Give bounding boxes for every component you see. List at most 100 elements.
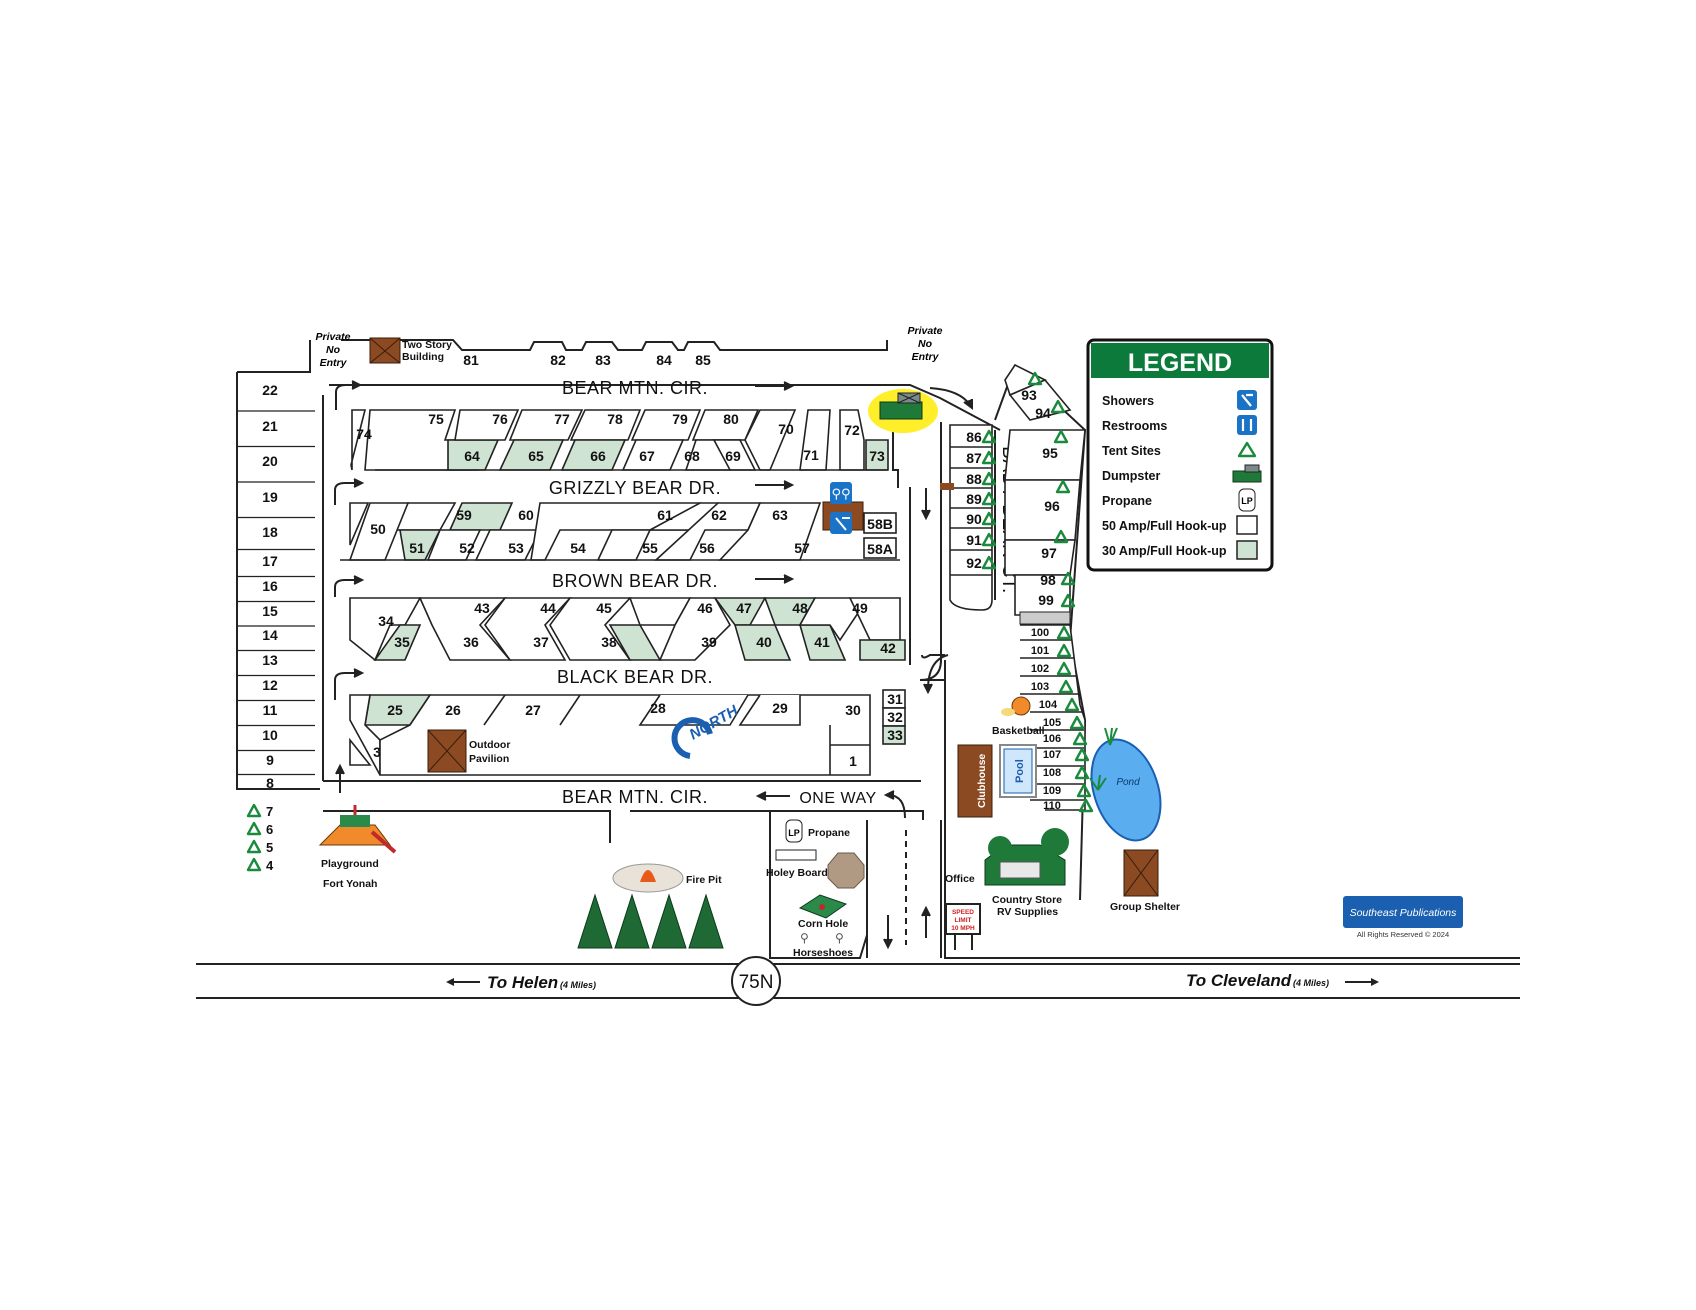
site-55[interactable]: 55 [642, 540, 658, 556]
tent-site-5[interactable]: 5 [266, 840, 273, 855]
site-1[interactable]: 1 [849, 753, 857, 769]
site-70[interactable]: 70 [778, 421, 794, 437]
site-50[interactable]: 50 [370, 521, 386, 537]
site-57[interactable]: 57 [794, 540, 810, 556]
site-106[interactable]: 106 [1043, 733, 1061, 745]
site-59[interactable]: 59 [456, 507, 472, 523]
site-105[interactable]: 105 [1043, 717, 1061, 729]
site-74[interactable]: 74 [356, 426, 372, 442]
site-58b[interactable]: 58B [867, 516, 893, 532]
site-48[interactable]: 48 [792, 600, 808, 616]
site-26[interactable]: 26 [445, 702, 461, 718]
site-79[interactable]: 79 [672, 411, 688, 427]
site-86[interactable]: 86 [966, 429, 982, 445]
site-13[interactable]: 13 [262, 652, 278, 668]
site-46[interactable]: 46 [697, 600, 713, 616]
site-49[interactable]: 49 [852, 600, 868, 616]
site-40[interactable]: 40 [756, 634, 772, 650]
site-65[interactable]: 65 [528, 448, 544, 464]
site-47[interactable]: 47 [736, 600, 752, 616]
site-41[interactable]: 41 [814, 634, 830, 650]
site-16[interactable]: 16 [262, 578, 278, 594]
site-78[interactable]: 78 [607, 411, 623, 427]
site-61[interactable]: 61 [657, 507, 673, 523]
site-103[interactable]: 103 [1031, 681, 1049, 693]
site-63[interactable]: 63 [772, 507, 788, 523]
site-91[interactable]: 91 [966, 532, 982, 548]
site-100[interactable]: 100 [1031, 627, 1049, 639]
site-20[interactable]: 20 [262, 453, 278, 469]
site-53[interactable]: 53 [508, 540, 524, 556]
site-29[interactable]: 29 [772, 700, 788, 716]
site-110[interactable]: 110 [1043, 800, 1061, 812]
site-64[interactable]: 64 [464, 448, 480, 464]
site-104[interactable]: 104 [1039, 699, 1058, 711]
site-22[interactable]: 22 [262, 382, 278, 398]
site-94[interactable]: 94 [1035, 405, 1051, 421]
site-88[interactable]: 88 [966, 471, 982, 487]
site-60[interactable]: 60 [518, 507, 534, 523]
site-37[interactable]: 37 [533, 634, 549, 650]
site-92[interactable]: 92 [966, 555, 982, 571]
site-76[interactable]: 76 [492, 411, 508, 427]
site-108[interactable]: 108 [1043, 767, 1061, 779]
site-99[interactable]: 99 [1038, 592, 1054, 608]
site-19[interactable]: 19 [262, 489, 278, 505]
tent-site-7[interactable]: 7 [266, 804, 273, 819]
site-98[interactable]: 98 [1040, 572, 1056, 588]
site-93[interactable]: 93 [1021, 387, 1037, 403]
site-39[interactable]: 39 [701, 634, 717, 650]
site-58a[interactable]: 58A [867, 541, 893, 557]
site-33[interactable]: 33 [887, 727, 903, 743]
site-54[interactable]: 54 [570, 540, 586, 556]
site-101[interactable]: 101 [1031, 645, 1049, 657]
site-44[interactable]: 44 [540, 600, 556, 616]
site-10[interactable]: 10 [262, 727, 278, 743]
site-62[interactable]: 62 [711, 507, 727, 523]
site-51[interactable]: 51 [409, 540, 425, 556]
site-17[interactable]: 17 [262, 553, 278, 569]
site-72[interactable]: 72 [844, 422, 860, 438]
site-42[interactable]: 42 [880, 640, 896, 656]
site-82[interactable]: 82 [550, 352, 566, 368]
site-102[interactable]: 102 [1031, 663, 1049, 675]
site-71[interactable]: 71 [803, 447, 819, 463]
site-97[interactable]: 97 [1041, 545, 1057, 561]
site-45[interactable]: 45 [596, 600, 612, 616]
site-32[interactable]: 32 [887, 709, 903, 725]
site-68[interactable]: 68 [684, 448, 700, 464]
site-87[interactable]: 87 [966, 450, 982, 466]
site-83[interactable]: 83 [595, 352, 611, 368]
site-77[interactable]: 77 [554, 411, 570, 427]
site-109[interactable]: 109 [1043, 785, 1061, 797]
site-85[interactable]: 85 [695, 352, 711, 368]
site-96[interactable]: 96 [1044, 498, 1060, 514]
site-90[interactable]: 90 [966, 511, 982, 527]
site-107[interactable]: 107 [1043, 749, 1061, 761]
site-11[interactable]: 11 [263, 702, 278, 718]
site-21[interactable]: 21 [262, 418, 278, 434]
site-43[interactable]: 43 [474, 600, 490, 616]
site-66[interactable]: 66 [590, 448, 606, 464]
site-36[interactable]: 36 [463, 634, 479, 650]
site-52[interactable]: 52 [459, 540, 475, 556]
tent-site-6[interactable]: 6 [266, 822, 273, 837]
site-3[interactable]: 3 [373, 744, 381, 760]
site-14[interactable]: 14 [262, 627, 278, 643]
site-18[interactable]: 18 [262, 524, 278, 540]
site-9[interactable]: 9 [266, 752, 274, 768]
site-38[interactable]: 38 [601, 634, 617, 650]
site-89[interactable]: 89 [966, 491, 982, 507]
site-80[interactable]: 80 [723, 411, 739, 427]
site-69[interactable]: 69 [725, 448, 741, 464]
site-75[interactable]: 75 [428, 411, 444, 427]
site-25[interactable]: 25 [387, 702, 403, 718]
site-67[interactable]: 67 [639, 448, 655, 464]
site-81[interactable]: 81 [463, 352, 479, 368]
site-31[interactable]: 31 [887, 691, 903, 707]
site-95[interactable]: 95 [1042, 445, 1058, 461]
site-12[interactable]: 12 [262, 677, 278, 693]
site-34[interactable]: 34 [378, 613, 394, 629]
site-30[interactable]: 30 [845, 702, 861, 718]
tent-site-4[interactable]: 4 [266, 858, 274, 873]
